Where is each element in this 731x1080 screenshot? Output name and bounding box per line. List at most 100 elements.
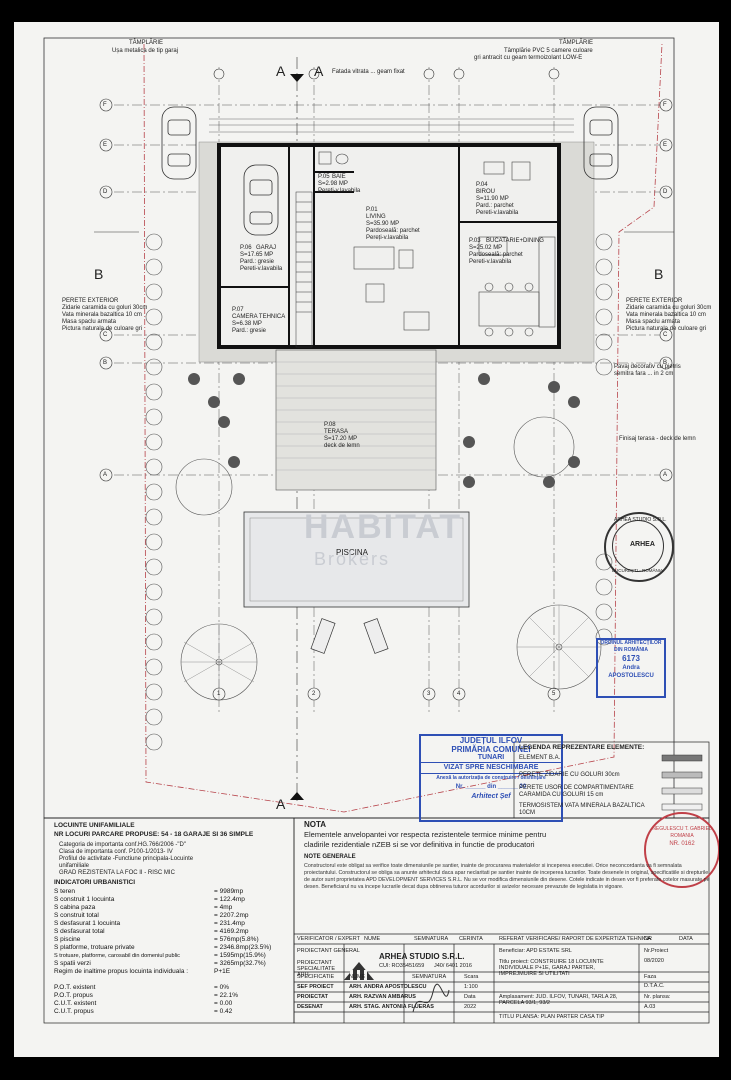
ui-value-10: P+1E	[214, 968, 231, 975]
terasa-code: P.08	[324, 422, 336, 428]
tb-role-0: SPECIFICATIE	[297, 974, 335, 980]
info-2: Profilul de activitate -Functiune princi…	[59, 856, 194, 862]
tb-role-3: DESENAT	[297, 1004, 323, 1010]
arhea-seal-city: BUCUREȘTI - ROMÂNIA	[612, 568, 664, 573]
legend-item-1: PERETE ZIDARIE CU GOLURI 30cm	[519, 772, 620, 778]
perete-left-l2: Vata minerala bazaltica 10 cm	[62, 312, 142, 318]
info-0: Categoria de importanta conf.HG.766/2006…	[59, 842, 186, 848]
tb-name-3: ARH. STAG. ANTONIA FLUERAS	[349, 1004, 434, 1010]
ui-label-9: S spatii verzi	[54, 960, 91, 967]
nota-text-1: Elementele anvelopantei vor respecta rez…	[304, 830, 547, 839]
primaria-l2: PRIMĂRIA COMUNEI	[451, 745, 531, 754]
ui-value-5: = 4169.2mp	[214, 928, 249, 935]
tamplarie-right-desc1: Tâmplărie PVC 5 camere culoare	[504, 48, 593, 54]
ui-label-7: S platforme, trotuare private	[54, 944, 135, 951]
ui-value-7: = 2346.8mp(23.5%)	[214, 944, 272, 951]
ui-label-4: S desfasurat 1 locuinta	[54, 920, 121, 927]
block-title-2: NR LOCURI PARCARE PROPUSE: 54 - 18 GARAJ…	[54, 831, 254, 838]
ui-label-5: S desfasurat total	[54, 928, 105, 935]
birou-area: S=11.90 MP	[476, 196, 509, 202]
ui-label-10: Regim de inaltime propus locuinta indivi…	[54, 968, 189, 975]
axis-c-right: C	[663, 332, 668, 338]
note-generale-text: Constructorul este obligat sa verifice t…	[304, 863, 710, 890]
verif-h-0: VERIFICATOR / EXPERT	[297, 936, 360, 942]
section-a-bottom: A	[276, 796, 286, 812]
terasa-area: S=17.20 MP	[324, 436, 358, 442]
pot-value-1: = 22.1%	[214, 992, 239, 999]
primaria-l4: VIZAT SPRE NESCHIMBARE	[421, 762, 561, 774]
verif-h-3: CERINTA	[459, 936, 483, 942]
info-1: Clasa de importanta conf. P100-1/2013- I…	[59, 849, 173, 855]
perete-right-l1: Zidarie caramida cu goluri 30cm	[626, 305, 712, 311]
tamplarie-right-desc2: gri antracit cu geam termoizolant LOW-E	[474, 55, 583, 61]
nota-title: NOTA	[304, 820, 327, 829]
proiectant-general: PROIECTANT GENERAL	[297, 948, 360, 954]
plan-sheet: TÂMPLĂRIE Ușa metalica de tip garaj TÂMP…	[14, 22, 719, 1057]
proiectant-specialitate: PROIECTANT SPECIALITATE ARH.	[297, 960, 336, 978]
firm-jud: J40/ 6401 2016	[434, 963, 472, 969]
baie-area: S=2.98 MP	[318, 181, 348, 187]
primaria-l5: Anexă la autorizația de construire / des…	[436, 775, 546, 781]
primaria-l3: TUNARI	[477, 754, 505, 761]
plansa-label: Nr. plansa:	[644, 994, 671, 1000]
indicatori-title: INDICATORI URBANISTICI	[54, 879, 136, 886]
axis-f-right: F	[663, 102, 667, 108]
axis-2: 2	[312, 691, 316, 697]
verif-h-2: SEMNATURA	[414, 936, 449, 942]
garaj-walls: Pereti-v.lavabila	[240, 266, 283, 272]
living-floor: Pardoseală: parchet	[366, 228, 420, 234]
nota-text-2: cladirile rezidentiale nZEB si se vor de…	[304, 840, 535, 849]
oar-stamp-l5: APOSTOLESCU	[608, 673, 654, 679]
floor-plan-drawing	[43, 37, 710, 1024]
axis-3: 3	[427, 691, 431, 697]
tamplarie-left-title: TÂMPLĂRIE	[129, 40, 164, 46]
primaria-l6: Nr. ______ din ______ 20	[455, 784, 527, 790]
tb-name-0: NUME	[349, 974, 366, 980]
axis-d-left: D	[103, 189, 108, 195]
oar-stamp-l2: DIN ROMÂNIA	[614, 647, 648, 653]
garaj-floor: Pard.: gresie	[240, 259, 275, 265]
camera-tehnica-floor: Pard.: gresie	[232, 328, 267, 334]
garaj-area: S=17.65 MP	[240, 252, 274, 258]
ui-value-9: = 3265mp(32.7%)	[214, 960, 266, 967]
tb-extra-2: Data	[464, 994, 476, 1000]
ui-value-1: = 122.4mp	[214, 896, 245, 903]
axis-b-right: B	[663, 360, 668, 366]
ui-value-4: = 231.4mp	[214, 920, 245, 927]
nr-proiect-label: Nr.Proiect	[644, 948, 669, 954]
camera-tehnica-code: P.07	[232, 307, 244, 313]
tb-extra-1: 1:100	[464, 984, 478, 990]
axis-a-left: A	[103, 472, 108, 478]
arhea-seal-outer: ARHEA STUDIO S.R.L.	[614, 517, 667, 523]
section-a-top-right: A	[314, 63, 324, 79]
tb-role-2: PROIECTAT	[297, 994, 328, 1000]
perete-right-l2: Vata minerala bazaltica 10 cm	[626, 312, 706, 318]
perete-left-l1: Zidarie caramida cu goluri 30cm	[62, 305, 148, 311]
bucatarie-floor: Pardoseală: parchet	[469, 252, 523, 258]
garaj-code: P.06	[240, 245, 252, 251]
verif-h-6: DATA	[679, 936, 693, 942]
pot-value-3: = 0.42	[214, 1008, 233, 1015]
arhea-seal-inner: ARHEA	[630, 541, 655, 548]
living-walls: Pereți-v.lavabila	[366, 235, 409, 241]
pot-label-1: P.O.T. propus	[54, 992, 93, 999]
axis-5: 5	[552, 691, 556, 697]
perete-right-l3: Masa spaclu armata	[626, 319, 681, 325]
ui-label-1: S construit 1 locuinta	[54, 896, 115, 903]
living-code: P.01	[366, 207, 378, 213]
bucatarie-code: P.03	[469, 238, 481, 244]
axis-f-left: F	[103, 102, 107, 108]
ui-value-6: = 576mp(5.8%)	[214, 936, 259, 943]
amplasament: Amplasament: JUD. ILFOV, TUNARI, TARLA 2…	[499, 994, 618, 1006]
oar-stamp-l3: 6173	[622, 654, 640, 663]
red-stamp-l3: NR. 0162	[669, 841, 695, 847]
axis-1: 1	[217, 691, 221, 697]
red-stamp-l1: NEGULESCU T. GABRIEL	[652, 826, 712, 832]
section-b-right: B	[654, 266, 664, 282]
baie-code: P.05	[318, 174, 330, 180]
ui-value-0: = 9989mp	[214, 888, 244, 895]
perete-right-title: PERETE EXTERIOR	[626, 298, 683, 304]
firm-cui: CUI: RO35451659	[379, 963, 425, 969]
axis-a-right: A	[663, 472, 668, 478]
bucatarie-name: BUCATARIE+DINING	[486, 238, 544, 244]
